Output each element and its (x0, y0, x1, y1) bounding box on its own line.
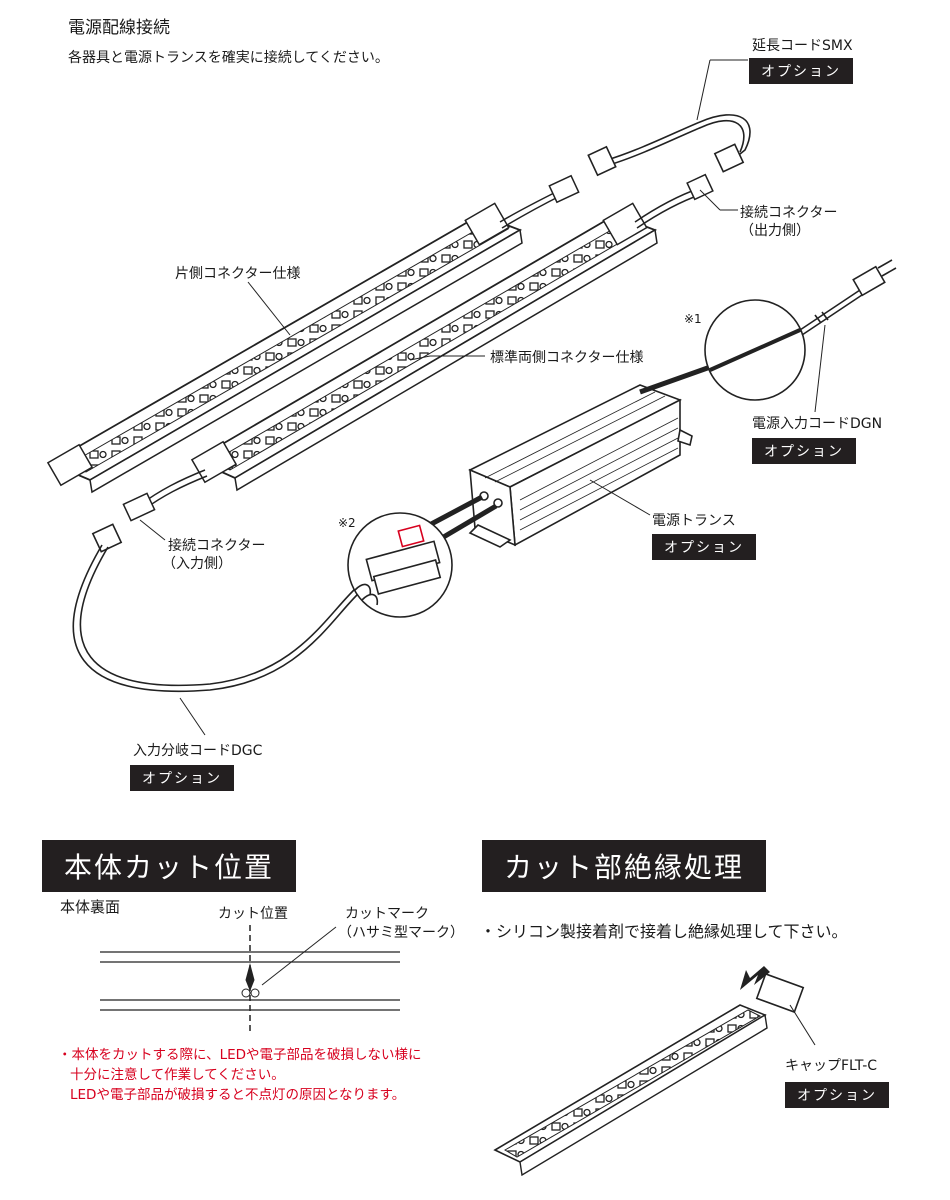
power-transformer (468, 384, 693, 548)
standard-both-side-strip (122, 173, 714, 522)
label-connector-in-sub: （入力側） (162, 556, 232, 572)
extension-cord-smx (587, 114, 751, 177)
insulation-instruction: ・シリコン製接着剤で接着し絶縁処理して下さい。 (480, 922, 848, 941)
cut-position-heading: 本体カット位置 (42, 840, 297, 892)
cut-position-label: カット位置 (218, 906, 288, 922)
cut-warning-line-2: 十分に注意して作業してください。 (70, 1067, 285, 1083)
wiring-subtitle: 各器具と電源トランスを確実に接続してください。 (68, 50, 389, 66)
label-single-side: 片側コネクター仕様 (175, 266, 301, 282)
cut-warning-line-3: LEDや電子部品が破損すると不点灯の原因となります。 (70, 1087, 406, 1103)
callout-circle-2 (347, 512, 453, 618)
cut-position-illustration (100, 925, 400, 1035)
callout-circle-1 (704, 299, 806, 401)
label-branch-cord: 入力分岐コードDGC (133, 743, 263, 759)
badge-option-branch-cord: オプション (130, 765, 234, 791)
label-note-1: ※1 (684, 312, 702, 326)
power-input-cord-dgn (799, 259, 897, 336)
branch-cord-dgc (72, 523, 361, 692)
label-connector-in: 接続コネクター (168, 538, 266, 554)
back-side-label: 本体裏面 (60, 898, 121, 916)
label-transformer: 電源トランス (652, 513, 736, 529)
cap-label: キャップFLT-C (785, 1058, 878, 1074)
wiring-title: 電源配線接続 (68, 18, 170, 38)
cut-mark-label: カットマーク (345, 906, 429, 922)
badge-option-power-cord: オプション (752, 438, 856, 464)
badge-option-extension: オプション (749, 58, 853, 84)
label-extension-cord: 延長コードSMX (752, 38, 853, 54)
single-side-strip (46, 174, 580, 494)
label-standard-both: 標準両側コネクター仕様 (490, 350, 644, 366)
insulation-illustration (493, 966, 816, 1177)
label-note-2: ※2 (338, 516, 356, 530)
cut-warning-line-1: ・本体をカットする際に、LEDや電子部品を破損しない様に (58, 1047, 422, 1063)
label-connector-out: 接続コネクター (740, 205, 838, 221)
label-connector-out-sub: （出力側） (740, 223, 810, 239)
label-power-input-cord: 電源入力コードDGN (752, 416, 883, 432)
insulation-heading: カット部絶縁処理 (482, 840, 767, 892)
badge-option-transformer: オプション (652, 534, 756, 560)
badge-option-cap: オプション (785, 1082, 889, 1108)
cut-warning: ・本体をカットする際に、LEDや電子部品を破損しない様に 十分に注意して作業して… (58, 1045, 422, 1105)
cut-mark-sub-label: （ハサミ型マーク） (338, 925, 464, 941)
leader-lines (139, 59, 826, 736)
